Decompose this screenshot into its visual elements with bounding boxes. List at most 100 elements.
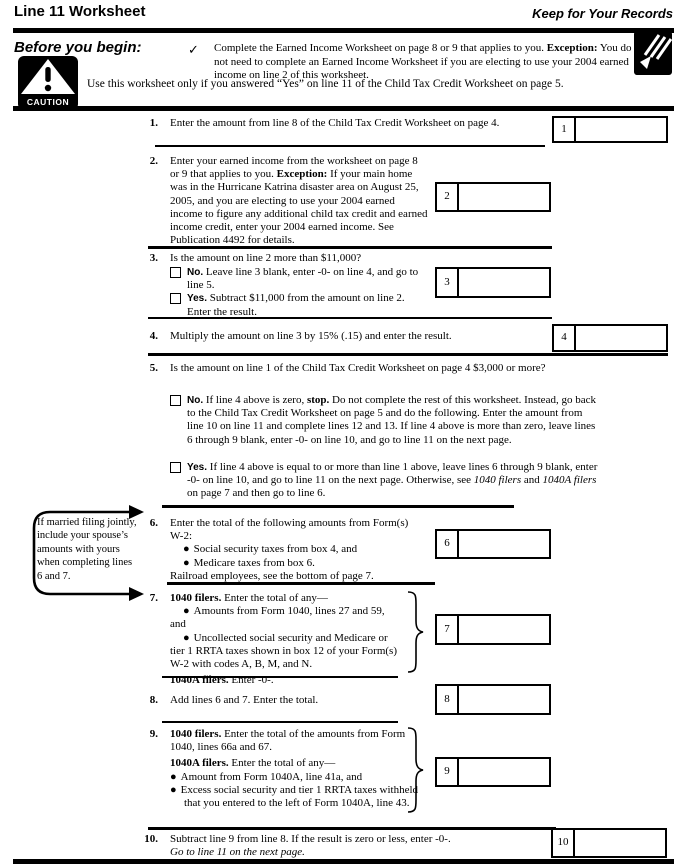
amount-input-7[interactable] <box>459 616 549 643</box>
item-2-text-pre: Enter your earned income from the worksh… <box>170 155 418 181</box>
bullet-icon: ● <box>183 631 190 644</box>
item-6-tail: Railroad employees, see the bottom of pa… <box>170 569 374 582</box>
keep-for-records-label: Keep for Your Records <box>532 6 673 21</box>
item-number: 9. <box>149 728 158 740</box>
divider <box>148 353 668 356</box>
amount-box-3[interactable]: 3 <box>435 267 551 298</box>
item-10-goto-note: Go to line 11 on the next page. <box>170 846 305 859</box>
no-label: No. <box>187 395 204 406</box>
no-label: No. <box>187 267 204 278</box>
intro-note-exception: Exception: <box>546 42 598 54</box>
divider <box>13 28 674 33</box>
lead-text: Enter the total of any— <box>221 592 328 604</box>
amount-input-9[interactable] <box>459 759 549 785</box>
no-text: Leave line 3 blank, enter -0- on line 4,… <box>187 266 419 292</box>
amount-box-9[interactable]: 9 <box>435 757 551 787</box>
amount-box-label: 8 <box>437 686 459 713</box>
item-number: 4. <box>149 330 158 342</box>
filers-1040a-label: 1040A filers. <box>170 757 229 770</box>
bullet-icon: ● <box>170 783 177 796</box>
amount-box-6[interactable]: 6 <box>435 529 551 559</box>
yes-text: Subtract $11,000 from the amount on line… <box>187 292 405 318</box>
amount-input-1[interactable] <box>576 118 666 141</box>
no-checkbox[interactable] <box>170 267 181 278</box>
bullet-text: Medicare taxes from box 6. <box>193 556 315 569</box>
amount-input-8[interactable] <box>459 686 549 713</box>
no-checkbox[interactable] <box>170 395 181 406</box>
yes-text: If line 4 above is equal to or more than… <box>187 461 598 487</box>
married-filing-callout-arrow <box>16 500 144 602</box>
filers-1040-label: 1040 filers. <box>170 728 222 740</box>
item-9-lead: 1040 filers. Enter the total of the amou… <box>170 728 418 754</box>
amount-box-2[interactable]: 2 <box>435 182 551 212</box>
item-number: 3. <box>149 252 158 264</box>
item-number: 5. <box>149 362 158 374</box>
item-6-lead: Enter the total of the following amounts… <box>170 517 409 543</box>
item-number: 8. <box>149 694 158 706</box>
amount-box-label: 1 <box>554 118 576 141</box>
item-6-bullet-2: ●Medicare taxes from box 6. <box>170 557 418 570</box>
item-2-exception: Exception: <box>276 168 328 181</box>
caution-icon: CAUTION <box>18 56 78 110</box>
stop-word: stop. <box>306 394 330 406</box>
amount-input-10[interactable] <box>575 830 665 856</box>
amount-box-4[interactable]: 4 <box>552 324 668 352</box>
caution-text: Use this worksheet only if you answered … <box>87 78 564 90</box>
checkmark-icon: ✓ <box>188 42 199 57</box>
item-6-text: Enter the total of the following amounts… <box>170 517 418 583</box>
amount-input-6[interactable] <box>459 531 549 557</box>
divider <box>13 106 674 111</box>
divider <box>162 505 514 508</box>
item-2-text-post: If your main home was in the Hurricane K… <box>170 168 428 247</box>
brace-icon <box>405 590 425 674</box>
amount-box-10[interactable]: 10 <box>551 828 667 858</box>
item-10-line: Subtract line 9 from line 8. If the resu… <box>170 833 451 845</box>
amount-box-1[interactable]: 1 <box>552 116 668 143</box>
intro-note-text: Complete the Earned Income Worksheet on … <box>214 42 547 54</box>
item-number: 1. <box>149 117 158 129</box>
brace-icon <box>405 726 425 814</box>
amount-box-label: 6 <box>437 531 459 557</box>
yes-label: Yes. <box>187 462 208 473</box>
item-number: 10. <box>144 833 158 845</box>
yes-label: Yes. <box>187 293 208 305</box>
item-3-choices: No. Leave line 3 blank, enter -0- on lin… <box>170 266 420 319</box>
amount-input-2[interactable] <box>459 184 549 210</box>
bullet-text: Amount from Form 1040A, line 41a, and <box>180 770 363 783</box>
yes-text-2: and <box>521 474 543 487</box>
yes-checkbox[interactable] <box>170 462 181 473</box>
amount-box-label: 2 <box>437 184 459 210</box>
amount-input-4[interactable] <box>576 326 666 350</box>
item-7-bullet-1: ●Amounts from Form 1040, lines 27 and 59… <box>170 605 402 631</box>
bullet-icon: ● <box>183 605 190 618</box>
item-5-question: Is the amount on line 1 of the Child Tax… <box>170 362 546 374</box>
item-number: 7. <box>149 592 158 604</box>
before-you-begin-label: Before you begin: <box>14 39 142 56</box>
item-2-text: Enter your earned income from the worksh… <box>170 155 428 247</box>
amount-box-label: 10 <box>553 830 575 856</box>
item-9-text: 1040 filers. Enter the total of the amou… <box>170 728 418 810</box>
item-7-text: 1040 filers. Enter the total of any— ●Am… <box>170 592 402 687</box>
item-5-no-option: No. If line 4 above is zero, stop. Do no… <box>170 394 598 447</box>
item-4-text: Multiply the amount on line 3 by 15% (.1… <box>170 330 452 342</box>
amount-box-7[interactable]: 7 <box>435 614 551 645</box>
amount-input-3[interactable] <box>459 269 549 296</box>
page-title: Line 11 Worksheet <box>14 3 146 20</box>
item-7-bullet-2: ●Uncollected social security and Medicar… <box>170 632 402 672</box>
amount-box-8[interactable]: 8 <box>435 684 551 715</box>
pencil-icon <box>634 31 672 75</box>
item-10-text: Subtract line 9 from line 8. If the resu… <box>170 833 550 859</box>
item-number: 2. <box>149 155 158 167</box>
no-text-2: Do not complete the rest of this workshe… <box>187 394 596 446</box>
item-7-lead: 1040 filers. Enter the total of any— <box>170 592 402 605</box>
amount-box-label: 7 <box>437 616 459 643</box>
yes-text-3: on page 7 and then go to line 6. <box>187 487 326 500</box>
intro-note: Complete the Earned Income Worksheet on … <box>214 42 642 83</box>
yes-checkbox[interactable] <box>170 293 181 305</box>
filers-1040-label: 1040 filers. <box>170 592 222 604</box>
item-9-bullet-2: ●Excess social security and tier 1 RRTA … <box>170 784 418 810</box>
divider <box>148 827 556 830</box>
item-1-text: Enter the amount from line 8 of the Chil… <box>170 117 500 129</box>
bullet-icon: ● <box>170 770 177 783</box>
